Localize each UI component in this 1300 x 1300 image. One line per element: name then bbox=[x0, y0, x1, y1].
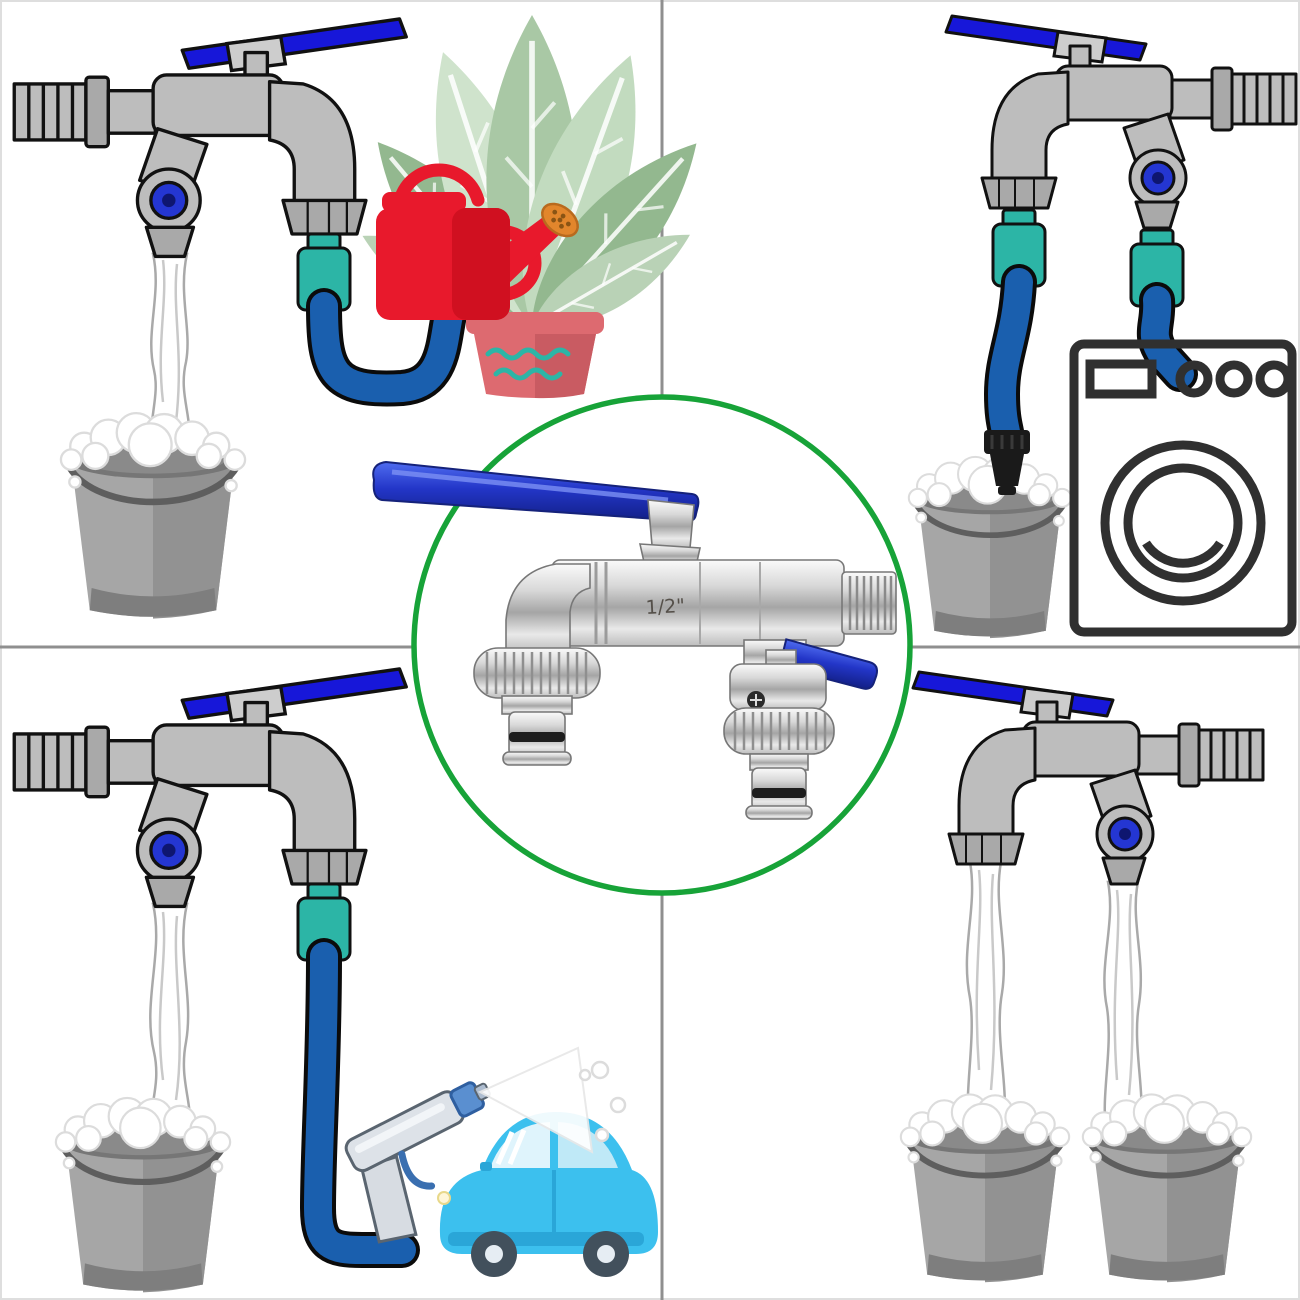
garden-hose bbox=[299, 938, 420, 1268]
bucket-with-foam bbox=[1083, 1094, 1251, 1282]
knurled-nut bbox=[473, 647, 601, 699]
scene-bottom-left bbox=[12, 667, 658, 1292]
bucket-with-foam bbox=[61, 413, 245, 619]
product-photo: 1/2" bbox=[372, 460, 897, 820]
size-marking: 1/2" bbox=[645, 595, 685, 619]
outdoor-tap bbox=[12, 17, 408, 259]
garden-hose bbox=[1136, 282, 1198, 392]
water-stream bbox=[965, 860, 1007, 1128]
spray-gun bbox=[344, 1081, 491, 1244]
scene-top-right bbox=[909, 14, 1298, 638]
spray-cone bbox=[477, 1046, 627, 1154]
watering-can bbox=[376, 163, 579, 320]
black-hose-adapter bbox=[984, 430, 1030, 495]
scene-bottom-right bbox=[901, 670, 1265, 1282]
outdoor-tap bbox=[12, 667, 408, 909]
garden-hose bbox=[306, 286, 470, 407]
outdoor-tap bbox=[911, 670, 1265, 886]
scene-top-left bbox=[12, 15, 723, 619]
o-ring bbox=[752, 788, 806, 798]
product-secondary-valve-lever bbox=[778, 638, 879, 690]
secondary-valve-body bbox=[729, 663, 827, 711]
outdoor-tap bbox=[944, 14, 1298, 230]
bucket-with-foam bbox=[56, 1098, 230, 1292]
washing-machine-icon bbox=[1069, 339, 1297, 637]
water-stream bbox=[1103, 880, 1143, 1130]
sprinkler-rose bbox=[541, 202, 579, 238]
garden-hose bbox=[983, 264, 1037, 458]
male-thread bbox=[841, 571, 897, 635]
plant-pot bbox=[466, 312, 604, 399]
car bbox=[437, 1112, 658, 1277]
bucket-with-foam bbox=[909, 457, 1071, 638]
bucket-with-foam bbox=[901, 1094, 1069, 1282]
o-ring bbox=[509, 732, 565, 742]
